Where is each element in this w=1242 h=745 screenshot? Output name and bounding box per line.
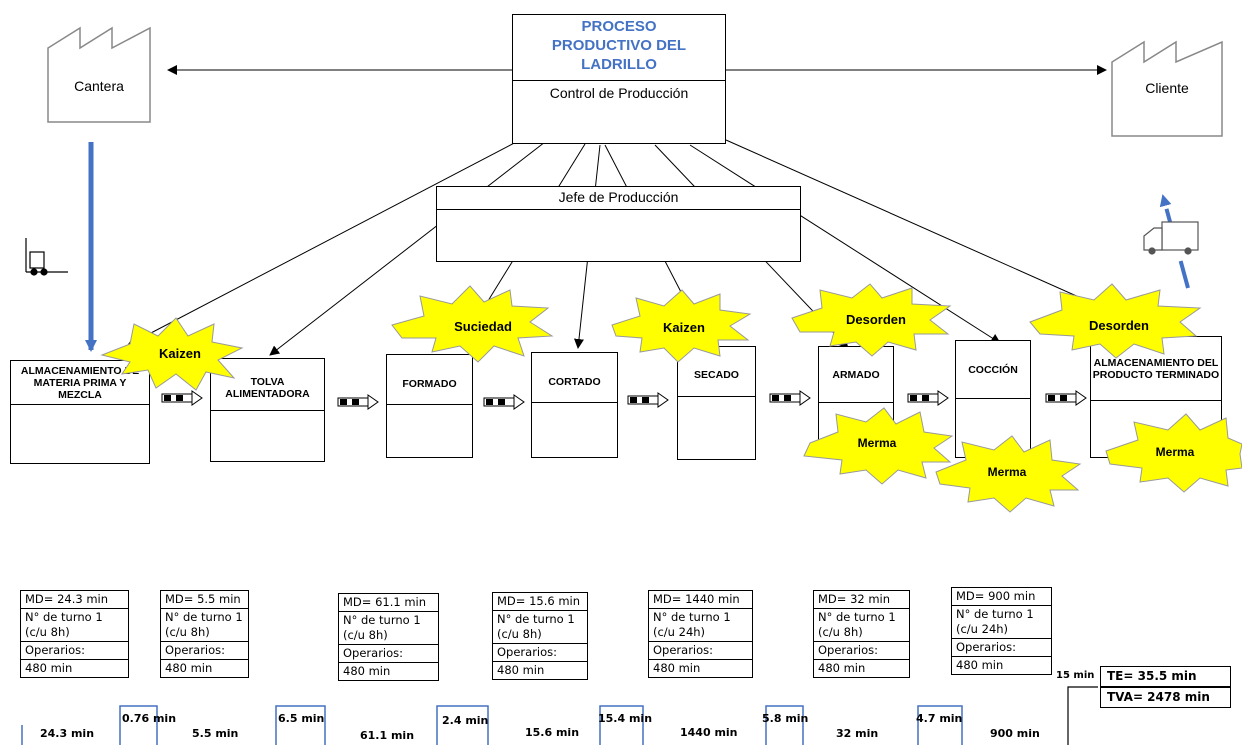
operarios-label: Operarios: — [814, 642, 909, 660]
md-value: MD= 1440 min — [649, 591, 752, 609]
process-label: ARMADO — [819, 347, 893, 403]
md-value: MD= 24.3 min — [21, 591, 128, 609]
process-label: CORTADO — [532, 353, 617, 403]
timeline-ladder — [21, 705, 963, 745]
operarios-label: Operarios: — [21, 642, 128, 660]
process-label: ALMACENAMIENTO DE MATERIA PRIMA Y MEZCLA — [11, 361, 149, 405]
turno-value: N° de turno 1(c/u 8h) — [21, 609, 128, 642]
data-box-5: MD= 1440 min N° de turno 1(c/u 24h) Oper… — [648, 590, 753, 678]
operarios-label: Operarios: — [493, 644, 587, 662]
data-box-6: MD= 32 min N° de turno 1(c/u 8h) Operari… — [813, 590, 910, 678]
process-time: 1440 min — [680, 726, 738, 739]
te-summary: TE= 35.5 min — [1100, 666, 1231, 687]
burst-label: Kaizen — [159, 346, 201, 361]
burst-kaizen-1 — [100, 317, 244, 391]
process-label: COCCIÓN — [956, 341, 1030, 399]
burst-label: Suciedad — [454, 319, 512, 334]
timeline-end-line — [1067, 686, 1098, 745]
wait-time: 2.4 min — [442, 714, 489, 727]
available-time: 480 min — [343, 664, 391, 678]
operarios-label: Operarios: — [649, 642, 752, 660]
process-label: FORMADO — [387, 355, 472, 405]
burst-label: Merma — [987, 465, 1027, 479]
wait-time: 0.76 min — [122, 712, 177, 725]
turno-value: N° de turno 1(c/u 8h) — [161, 609, 248, 642]
turno-value: N° de turno 1(c/u 8h) — [814, 609, 909, 642]
operarios-label: Operarios: — [339, 645, 438, 663]
process-box-secado: SECADO — [677, 346, 756, 460]
data-box-1: MD= 24.3 min N° de turno 1(c/u 8h) Opera… — [20, 590, 129, 678]
operarios-label: Operarios: — [161, 642, 248, 660]
available-time: 480 min — [25, 661, 73, 675]
process-time: 5.5 min — [192, 727, 239, 740]
available-time: 480 min — [165, 661, 213, 675]
burst-label: Merma — [1155, 445, 1195, 459]
available-time: 480 min — [818, 661, 866, 675]
customer-factory-shape — [1111, 40, 1223, 137]
customer-label: Cliente — [1145, 80, 1189, 96]
turno-value: N° de turno 1(c/u 8h) — [493, 611, 587, 644]
control-label: Control de Producción — [549, 85, 689, 101]
supplier-label: Cantera — [74, 78, 124, 94]
process-label: TOLVA ALIMENTADORA — [211, 359, 324, 411]
burst-label: Kaizen — [663, 320, 705, 335]
burst-merma-3 — [1105, 413, 1242, 493]
available-time: 480 min — [497, 663, 545, 677]
jefe-label: Jefe de Producción — [437, 189, 800, 210]
wait-time: 4.7 min — [916, 712, 963, 725]
burst-label: Desorden — [846, 312, 906, 327]
supplier-factory-shape — [47, 26, 151, 123]
md-value: MD= 900 min — [952, 588, 1051, 606]
shipment-arrow — [1159, 194, 1190, 289]
burst-desorden-2 — [1029, 283, 1202, 359]
md-value: MD= 61.1 min — [339, 594, 438, 612]
control-box: PROCESO PRODUCTIVO DEL LADRILLO Control … — [512, 14, 726, 144]
md-value: MD= 5.5 min — [161, 591, 248, 609]
burst-label: Desorden — [1089, 318, 1149, 333]
available-time: 480 min — [956, 658, 1004, 672]
burst-suciedad — [391, 285, 554, 363]
md-value: MD= 32 min — [814, 591, 909, 609]
burst-kaizen-2 — [611, 289, 752, 363]
process-box-almacenamiento-mp: ALMACENAMIENTO DE MATERIA PRIMA Y MEZCLA — [10, 360, 150, 464]
forklift-icon — [25, 238, 68, 276]
turno-value: N° de turno 1(c/u 8h) — [339, 612, 438, 645]
burst-label: Merma — [857, 436, 897, 450]
process-box-cortado: CORTADO — [531, 352, 618, 458]
process-time: 15.6 min — [525, 726, 580, 739]
wait-time: 5.8 min — [762, 712, 809, 725]
available-time: 480 min — [653, 661, 701, 675]
turno-value: N° de turno 1(c/u 24h) — [952, 606, 1051, 639]
process-time: 24.3 min — [40, 727, 95, 740]
process-time: 61.1 min — [360, 729, 415, 742]
diagram-title: PROCESO PRODUCTIVO DEL LADRILLO — [513, 15, 725, 81]
process-time: 32 min — [836, 727, 879, 740]
process-label: SECADO — [678, 347, 755, 397]
md-value: MD= 15.6 min — [493, 593, 587, 611]
process-box-coccion: COCCIÓN — [955, 340, 1031, 458]
process-box-formado: FORMADO — [386, 354, 473, 458]
data-box-4: MD= 15.6 min N° de turno 1(c/u 8h) Opera… — [492, 592, 588, 680]
burst-merma-1 — [803, 407, 954, 485]
process-label: ALMACENAMIENTO DEL PRODUCTO TERMINADO — [1091, 337, 1221, 401]
process-time: 900 min — [990, 727, 1040, 740]
turno-value: N° de turno 1(c/u 24h) — [649, 609, 752, 642]
tva-summary: TVA= 2478 min — [1100, 687, 1231, 708]
data-box-2: MD= 5.5 min N° de turno 1(c/u 8h) Operar… — [160, 590, 249, 678]
operarios-label: Operarios: — [952, 639, 1051, 657]
wait-time: 15.4 min — [598, 712, 653, 725]
truck-icon — [1143, 221, 1199, 255]
data-box-7: MD= 900 min N° de turno 1(c/u 24h) Opera… — [951, 587, 1052, 675]
push-arrows — [161, 390, 1087, 410]
jefe-box: Jefe de Producción — [436, 186, 801, 262]
wait-time: 6.5 min — [278, 712, 325, 725]
burst-merma-2 — [935, 435, 1082, 513]
burst-desorden-1 — [791, 283, 952, 357]
data-box-3: MD= 61.1 min N° de turno 1(c/u 8h) Opera… — [338, 593, 439, 681]
wait-time: 15 min — [1056, 670, 1095, 681]
